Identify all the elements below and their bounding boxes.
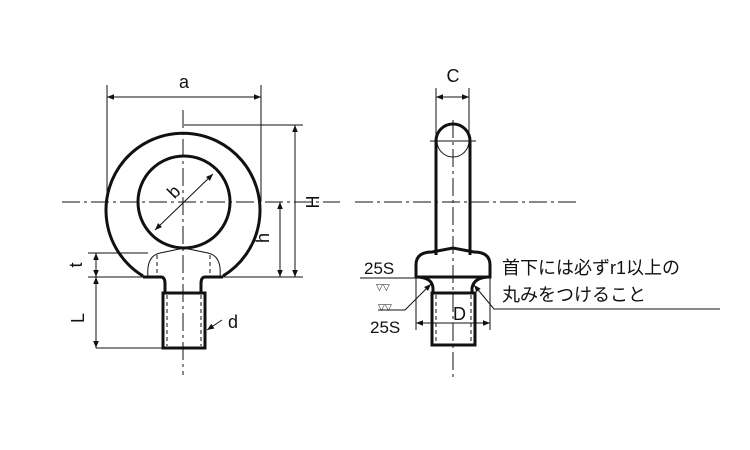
dim-b-label: b [163, 181, 184, 202]
front-view: a b H h t L d [62, 72, 340, 375]
collar-underside [143, 275, 223, 293]
finish-upper-label: 25S [364, 259, 394, 278]
dim-h-label: h [253, 233, 273, 243]
dim-a-label: a [179, 72, 190, 92]
dim-D-label: D [453, 304, 466, 324]
dim-C-label: C [447, 66, 460, 86]
finish-upper-symbol: ▽▽ [376, 282, 390, 292]
side-collar [414, 246, 492, 279]
neck-fillet [415, 275, 491, 293]
dim-L-label: L [68, 313, 88, 323]
collar-outline [147, 247, 221, 278]
side-thread-shank [430, 291, 477, 347]
finish-lower-leader [378, 283, 432, 311]
dim-d-leader [206, 319, 223, 331]
dim-d-label: d [228, 312, 238, 332]
thread-shank [161, 291, 207, 350]
finish-lower-label: 25S [370, 318, 400, 337]
note-leader [473, 284, 720, 310]
dim-b-line [154, 173, 214, 231]
dim-H-label: H [303, 196, 323, 209]
dim-t-label: t [66, 262, 86, 267]
note-line-1: 首下には必ずr1以上の [502, 258, 680, 278]
side-view: C D 25S ▽▽ ▽▽ 25S 首下には必ずr1以上の 丸みをつけること [355, 66, 720, 380]
outer-ring [104, 131, 262, 278]
note-line-2: 丸みをつけること [502, 285, 646, 305]
finish-lower-symbol: ▽▽ [378, 302, 392, 312]
